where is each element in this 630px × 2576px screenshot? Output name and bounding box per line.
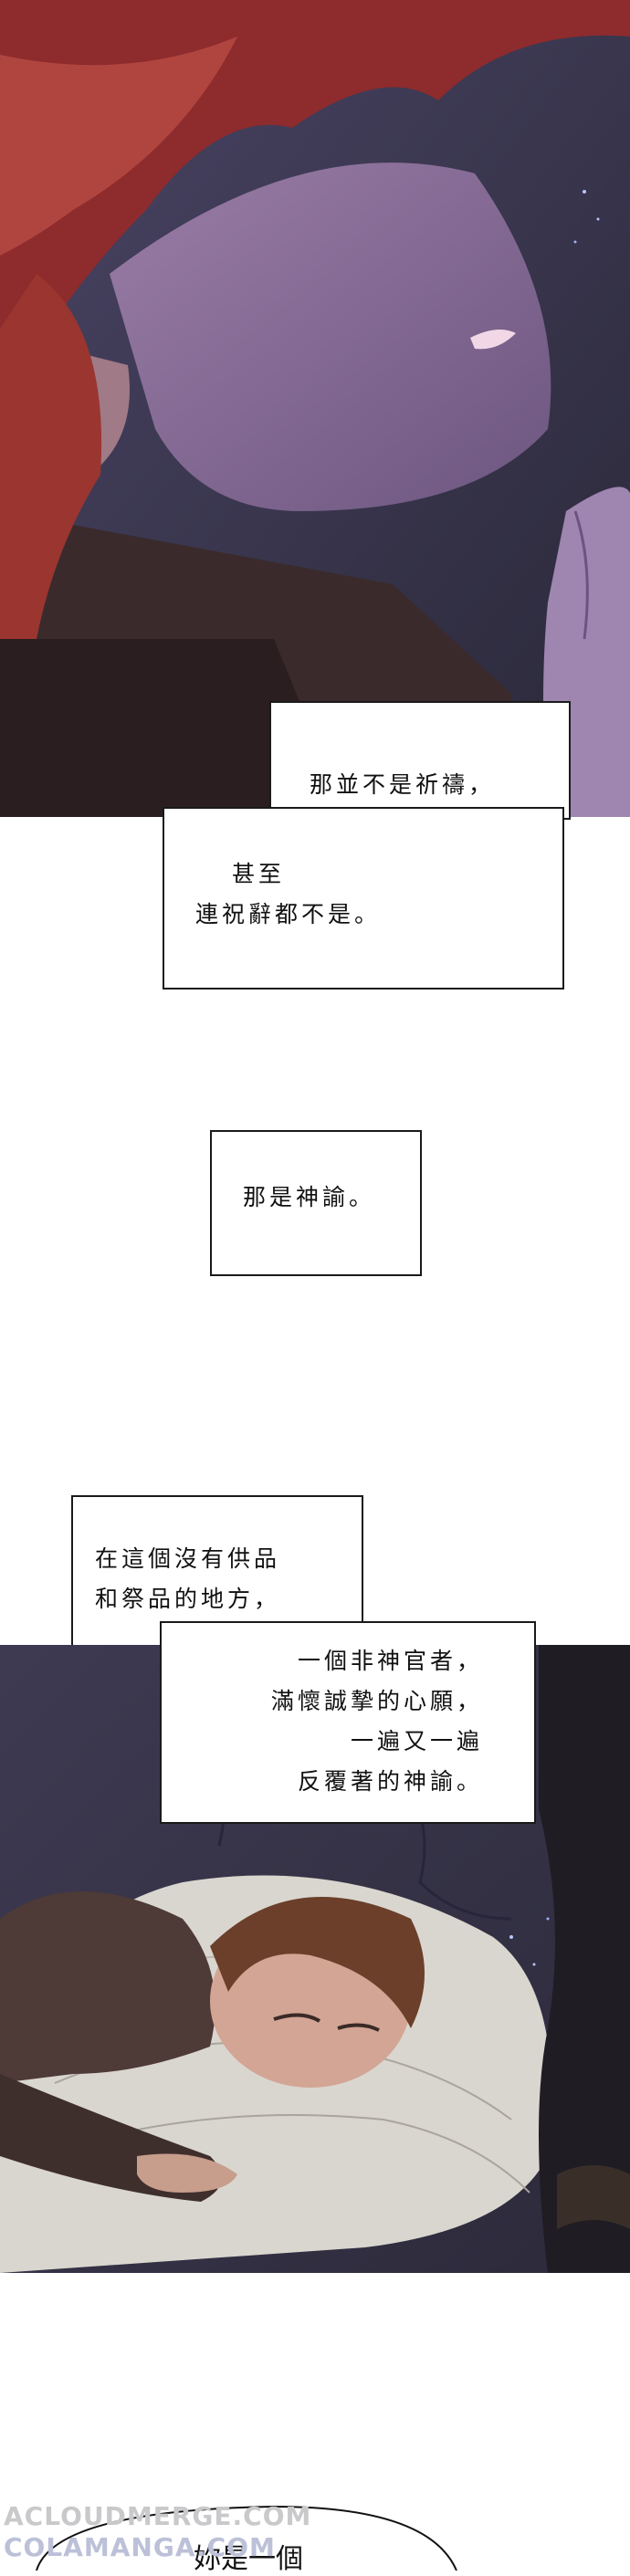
caption-line: 在這個沒有供品 xyxy=(95,1545,281,1572)
caption-line: 甚至 xyxy=(232,861,286,887)
caption-not-a-prayer: 那並不是祈禱， xyxy=(269,701,571,820)
caption-line: 那並不是祈禱， xyxy=(310,771,496,798)
panel-boy-on-straw xyxy=(0,1645,630,2273)
caption-line: 那是神諭。 xyxy=(243,1184,376,1210)
speech-bubble xyxy=(36,2505,457,2571)
caption-line: 反覆著的神諭。 xyxy=(297,1768,483,1795)
caption-line: 滿懷誠摯的心願， xyxy=(270,1688,483,1714)
speech-bubble-text: 妳是一個 xyxy=(194,2543,303,2575)
redhead-illustration xyxy=(0,0,630,817)
caption-line: 和祭品的地方， xyxy=(95,1586,281,1612)
caption-line: 連祝辭都不是。 xyxy=(195,901,382,927)
caption-non-priest-oracle: 一個非神官者， 滿懷誠摯的心願， 一遍又一遍 反覆著的神諭。 xyxy=(160,1621,536,1824)
panel-redhead-closeup xyxy=(0,0,630,817)
caption-line: 一個非神官者， xyxy=(297,1648,483,1674)
caption-line: 一遍又一遍 xyxy=(350,1728,483,1754)
caption-not-even-blessing: 甚至 連祝辭都不是。 xyxy=(163,807,564,990)
watermark-acloudmerge: ACLOUDMERGE.COM xyxy=(4,2501,312,2531)
caption-it-was-oracle: 那是神諭。 xyxy=(210,1130,422,1276)
caption-no-offerings: 在這個沒有供品 和祭品的地方， xyxy=(71,1495,363,1669)
boy-illustration xyxy=(0,1645,630,2273)
watermark-colamanga: COLAMANGA.COM xyxy=(4,2532,276,2562)
